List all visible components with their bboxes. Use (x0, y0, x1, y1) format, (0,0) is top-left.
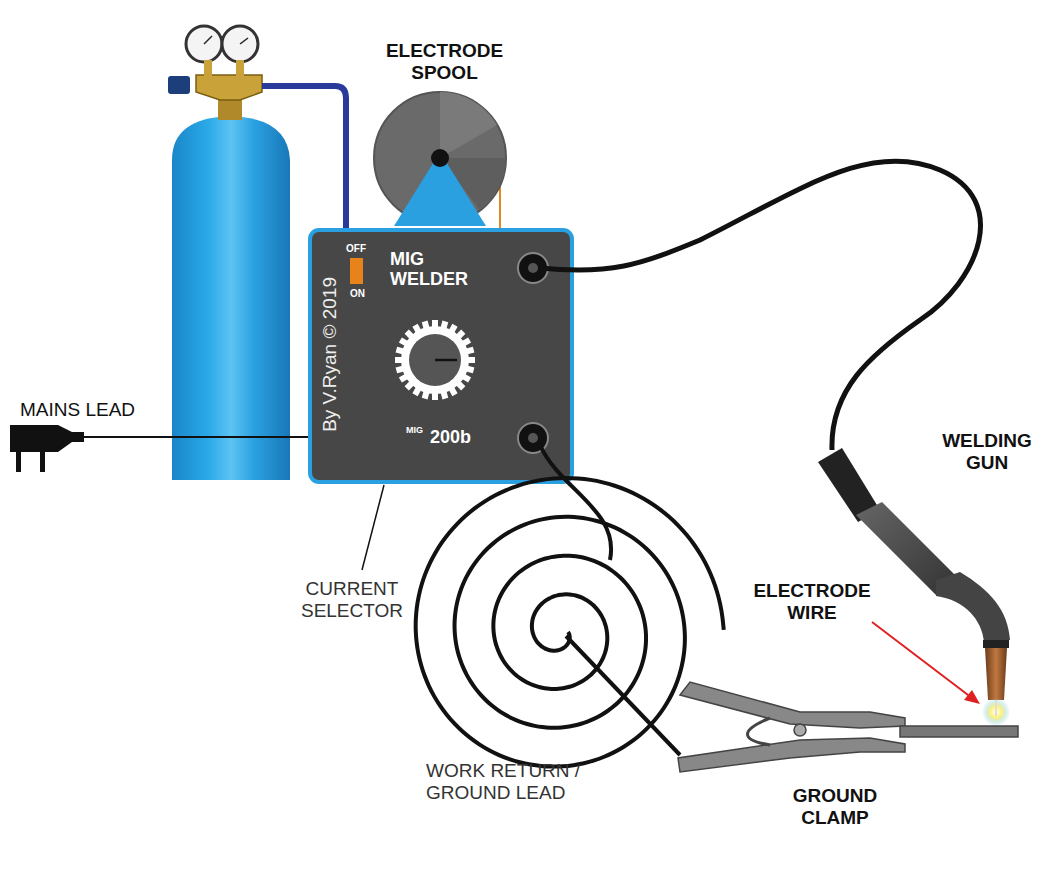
coiled-lead (416, 478, 724, 767)
electrode-spool (374, 92, 506, 232)
panel-label: MIG WELDER (390, 250, 502, 290)
lead-cable (540, 445, 611, 560)
part-label: ELECTRODE SPOOL (372, 40, 517, 84)
spool-hub (431, 149, 449, 167)
panel-label: ON (350, 288, 365, 299)
panel-label: 200b (430, 428, 471, 448)
spool-shade (440, 92, 497, 158)
regulator-knob (168, 76, 190, 94)
plug-pin (16, 452, 21, 472)
dial-pointer (435, 359, 457, 362)
gauge-needle (240, 38, 248, 44)
cylinder-valve (218, 100, 242, 120)
gauge-stem (204, 60, 212, 76)
cylinder-body (172, 116, 290, 480)
welder-unit: MIG WELDER MIG 200b OFF ON By V.Ryan © 2019 (310, 230, 572, 482)
wire-tip (995, 700, 997, 716)
clamp-jaw (680, 682, 905, 728)
ground-clamp (678, 682, 1018, 772)
part-label: WORK RETURN / GROUND LEAD (426, 760, 596, 804)
lead-cable (566, 636, 680, 755)
dial-ring (401, 326, 469, 394)
panel-label: MIG (406, 426, 423, 436)
current-dial (395, 320, 475, 400)
panel-label: OFF (346, 243, 366, 254)
credit-text: By V.Ryan © 2019 (320, 238, 341, 470)
leader-arrow (872, 622, 972, 698)
welder-housing (310, 230, 572, 482)
dial-knob (409, 334, 461, 386)
gauge-needle (204, 36, 212, 44)
arrow-head (964, 690, 980, 704)
plug-pin (40, 452, 45, 472)
gun-collar (983, 640, 1009, 648)
socket-pin (528, 433, 538, 443)
part-label: MAINS LEAD (20, 399, 170, 421)
gas-hose (262, 86, 346, 236)
gun-cable (540, 161, 980, 450)
gun-nozzle (985, 648, 1007, 700)
regulator-body (196, 75, 262, 100)
ground-lead (416, 445, 724, 767)
mains-cable (80, 436, 312, 438)
mains-lead (10, 425, 312, 472)
arc-glow (982, 698, 1010, 726)
workpiece (900, 726, 1018, 737)
socket-pin (528, 263, 538, 273)
part-label: WELDING GUN (922, 430, 1052, 474)
clamp-pivot (794, 724, 806, 736)
pressure-gauge (186, 26, 222, 62)
gun-neck (936, 572, 1010, 642)
part-label: CURRENT SELECTOR (282, 578, 422, 622)
power-switch (350, 258, 363, 284)
leader-line (362, 485, 384, 570)
pressure-gauge (222, 26, 258, 62)
clamp-jaw (678, 738, 905, 772)
part-label: ELECTRODE WIRE (742, 580, 882, 624)
part-label: GROUND CLAMP (770, 785, 900, 829)
mains-plug (10, 425, 84, 452)
gauge-stem (236, 60, 244, 76)
clamp-spring (748, 718, 771, 745)
